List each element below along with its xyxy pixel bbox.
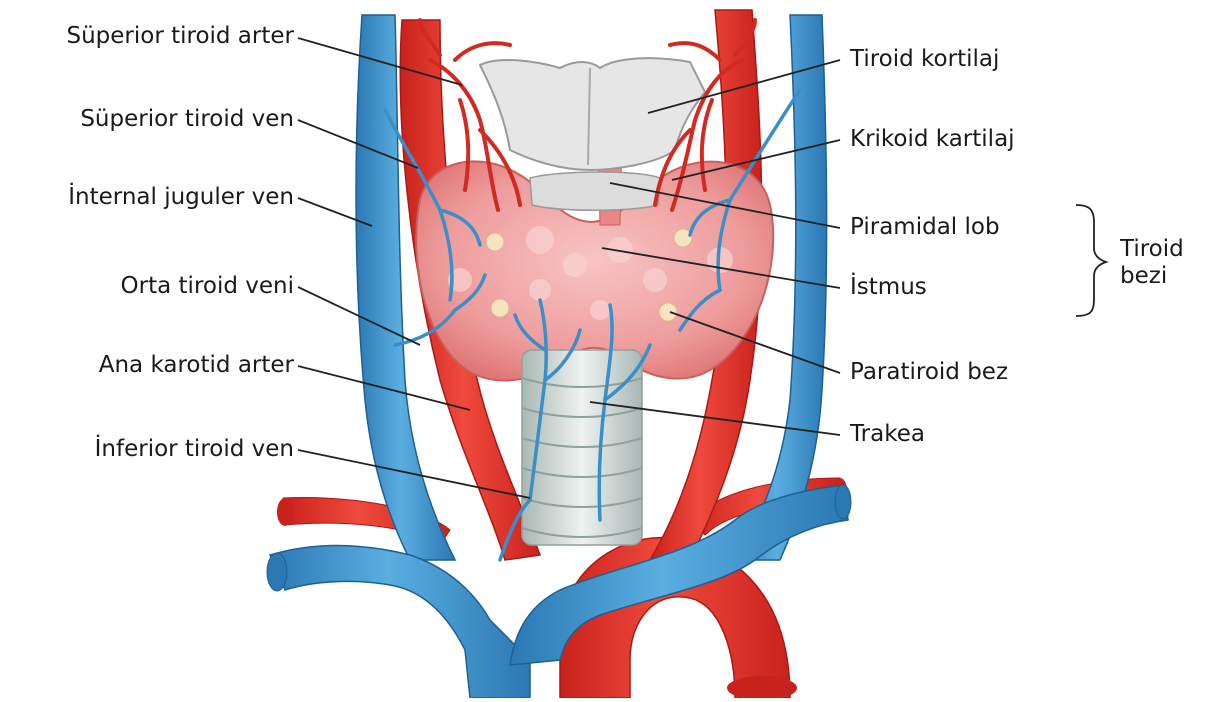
label-thyroid-gland-line2: bezi <box>1120 262 1167 290</box>
label-superior-thyroid-vein: Süperior tiroid ven <box>80 105 294 133</box>
brachiocephalic-vein-left <box>270 546 530 698</box>
label-thyroid-cartilage: Tiroid kortilaj <box>850 45 999 73</box>
label-cricoid-cartilage: Krikoid kartilaj <box>850 125 1015 153</box>
cricoid-cartilage <box>530 172 660 210</box>
trachea <box>522 350 642 545</box>
thyroid-gland-bracket <box>1076 205 1106 316</box>
label-pyramidal-lobe: Piramidal lob <box>850 213 1000 241</box>
parathyroid-gland-1 <box>486 233 504 251</box>
label-thyroid-gland-line1: Tiroid <box>1120 235 1184 263</box>
label-inferior-thyroid-vein: İnferior tiroid ven <box>95 435 294 463</box>
label-internal-jugular-vein: İnternal juguler ven <box>68 183 294 211</box>
parathyroid-gland-4 <box>659 303 677 321</box>
label-common-carotid-artery: Ana karotid arter <box>99 351 294 379</box>
label-middle-thyroid-vein: Orta tiroid veni <box>121 272 294 300</box>
parathyroid-gland-2 <box>491 299 509 317</box>
label-trachea: Trakea <box>850 420 925 448</box>
label-parathyroid-gland: Paratiroid bez <box>850 358 1008 386</box>
label-superior-thyroid-artery: Süperior tiroid arter <box>66 22 294 50</box>
label-isthmus: İstmus <box>850 273 927 301</box>
